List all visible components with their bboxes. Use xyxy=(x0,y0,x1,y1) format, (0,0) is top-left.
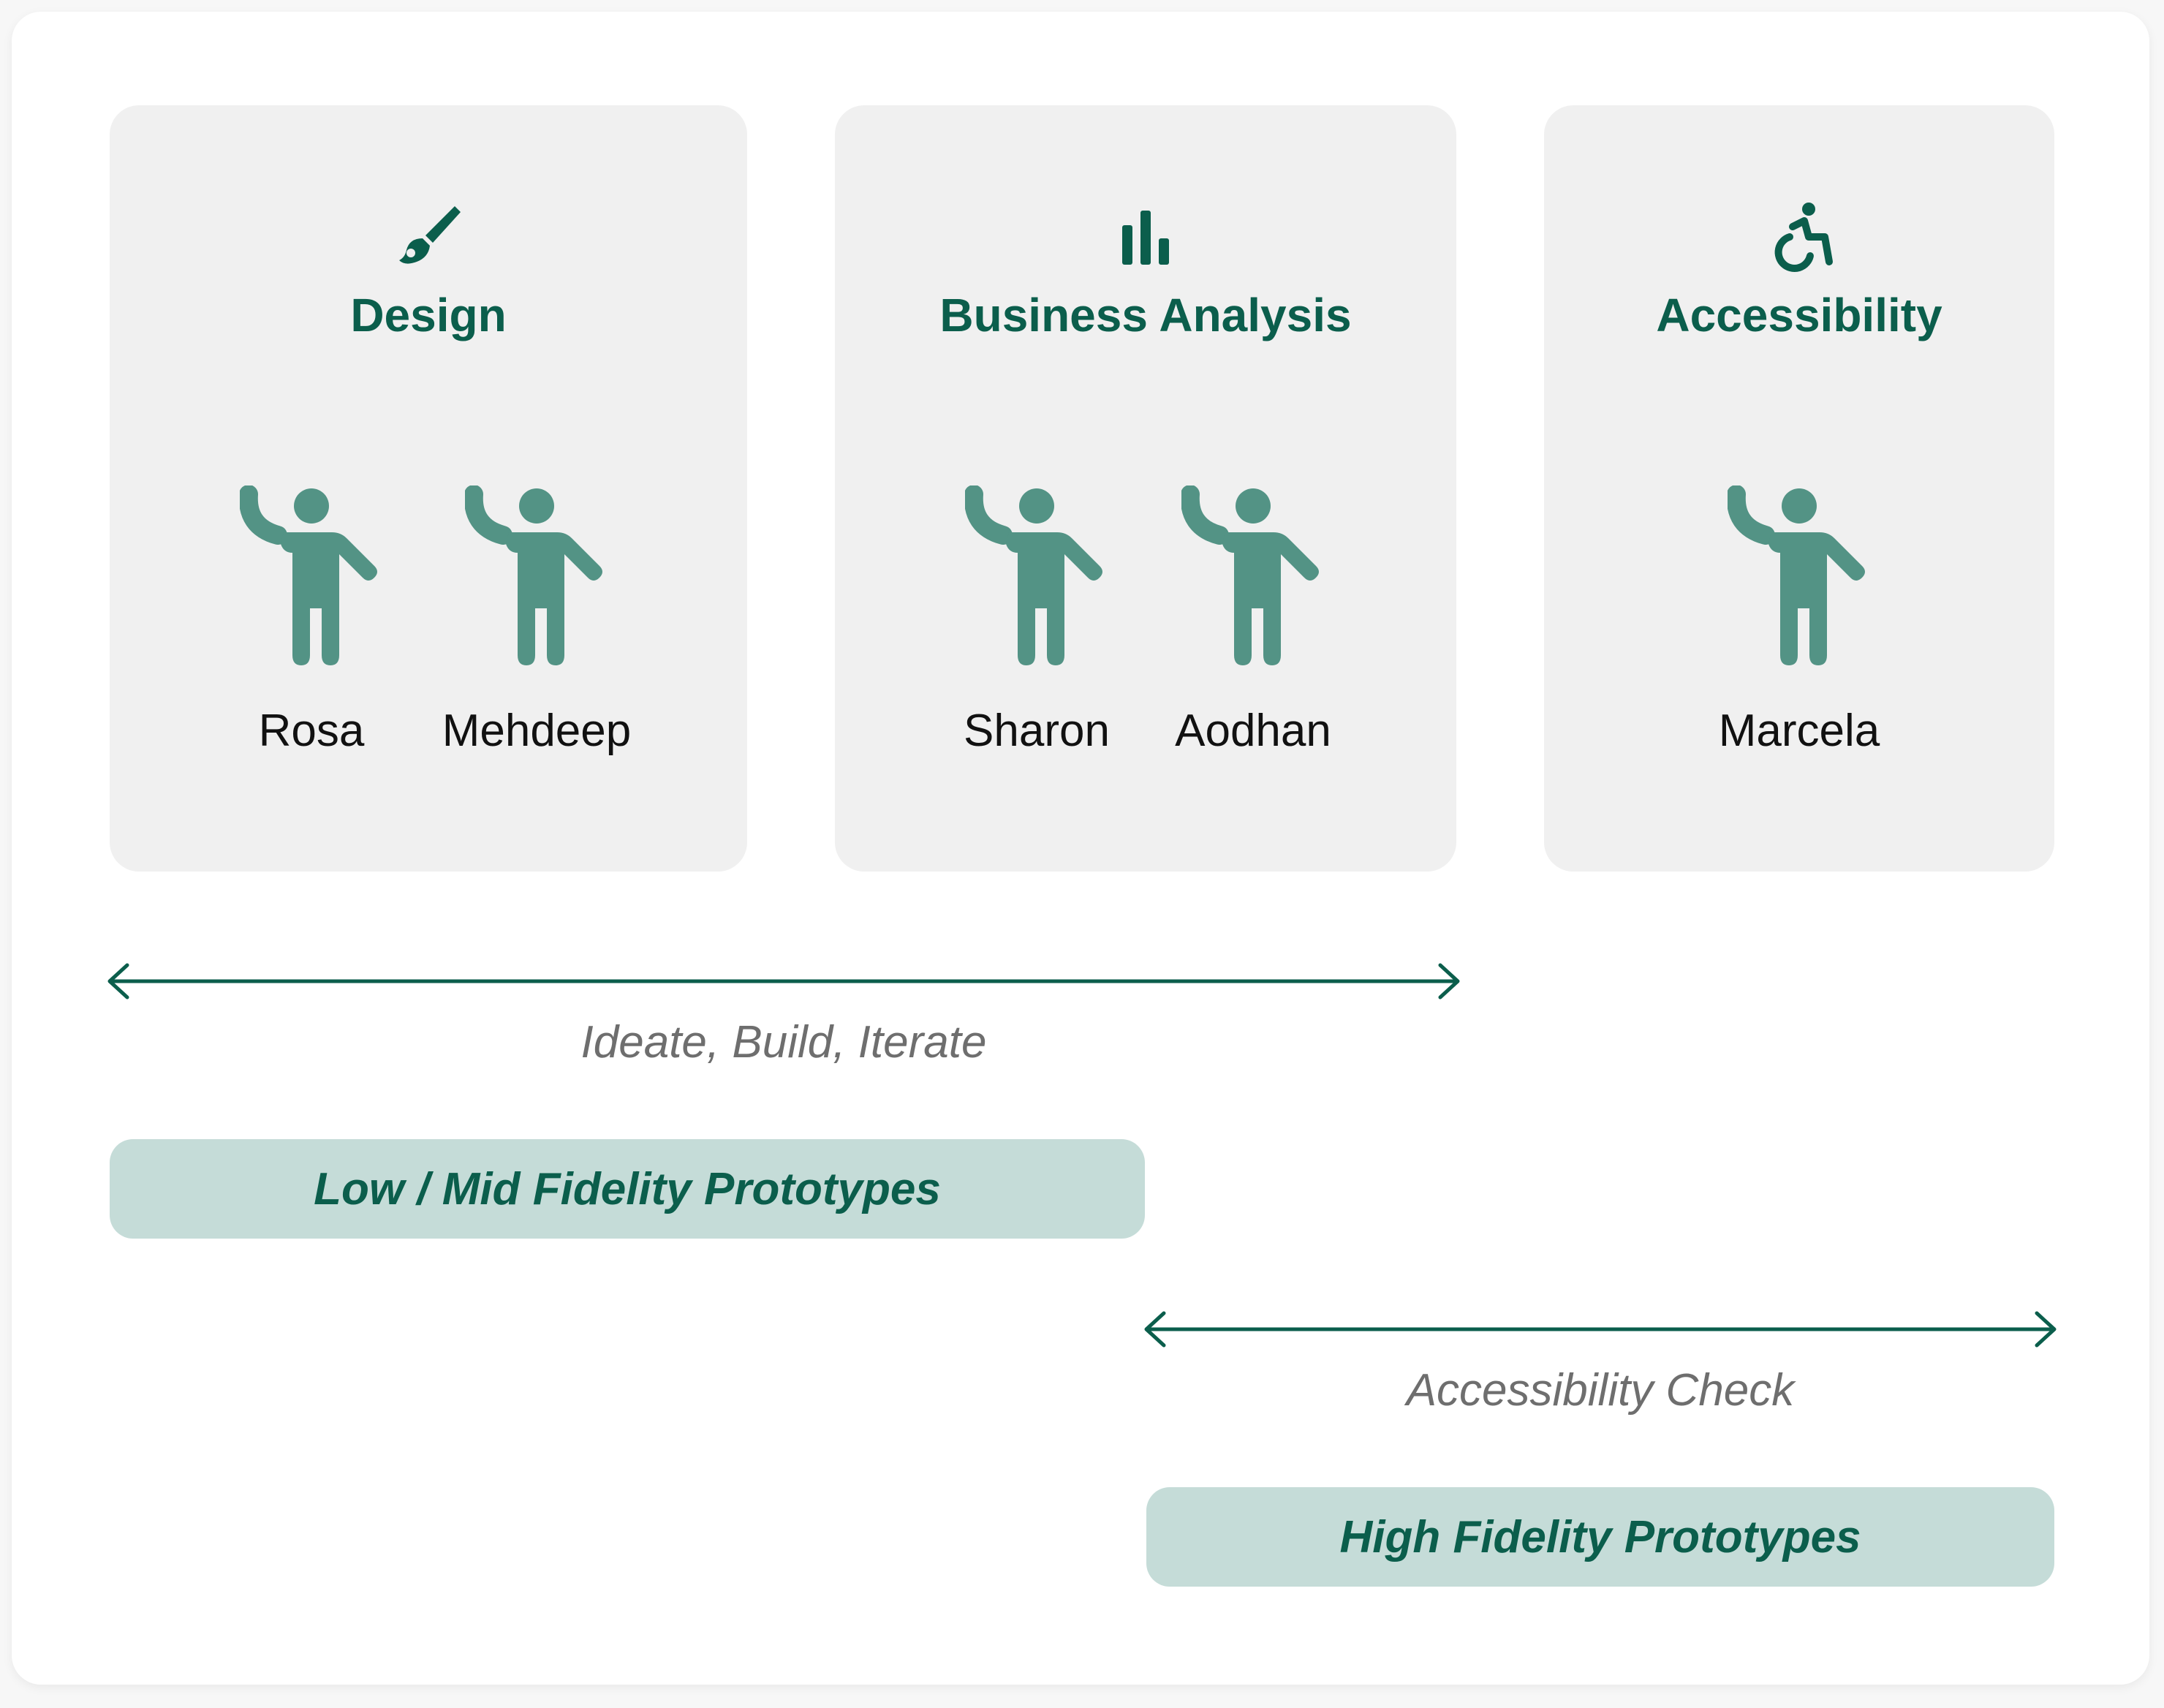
member-name: Mehdeep xyxy=(442,706,632,756)
deliverable-pill: High Fidelity Prototypes xyxy=(1146,1487,2054,1587)
phase-arrow-ideate xyxy=(105,959,1462,1003)
team-card-business-analysis: Business Analysis Sharon Aodhan xyxy=(835,105,1456,872)
team-member-sharon: Sharon xyxy=(955,485,1119,763)
paintbrush-icon xyxy=(399,206,461,264)
member-name: Marcela xyxy=(1718,706,1880,756)
phase-arrow-accessibility xyxy=(1142,1307,2059,1351)
bar-chart-icon xyxy=(1122,211,1169,265)
team-title: Accessibility xyxy=(1656,289,1942,341)
team-member-rosa: Rosa xyxy=(230,485,393,763)
team-member-mehdeep: Mehdeep xyxy=(442,485,631,763)
person-icon xyxy=(1181,485,1325,668)
person-icon xyxy=(965,485,1108,668)
phase-label: Ideate, Build, Iterate xyxy=(580,1017,987,1068)
person-icon xyxy=(1728,485,1871,668)
deliverable-pill: Low / Mid Fidelity Prototypes xyxy=(110,1139,1145,1239)
member-name: Sharon xyxy=(964,706,1110,756)
person-icon xyxy=(465,485,608,668)
team-card-accessibility: Accessibility Marcela xyxy=(1544,105,2054,872)
person-icon xyxy=(240,485,383,668)
wheelchair-icon xyxy=(1774,203,1833,272)
team-member-aodhan: Aodhan xyxy=(1171,485,1335,763)
member-name: Aodhan xyxy=(1175,706,1331,756)
team-card-design: Design Rosa Mehdeep xyxy=(110,105,747,872)
member-name: Rosa xyxy=(258,706,365,756)
team-title: Design xyxy=(350,289,507,341)
team-member-marcela: Marcela xyxy=(1717,485,1881,763)
team-title: Business Analysis xyxy=(939,289,1352,341)
phase-label: Accessibility Check xyxy=(1406,1365,1795,1416)
